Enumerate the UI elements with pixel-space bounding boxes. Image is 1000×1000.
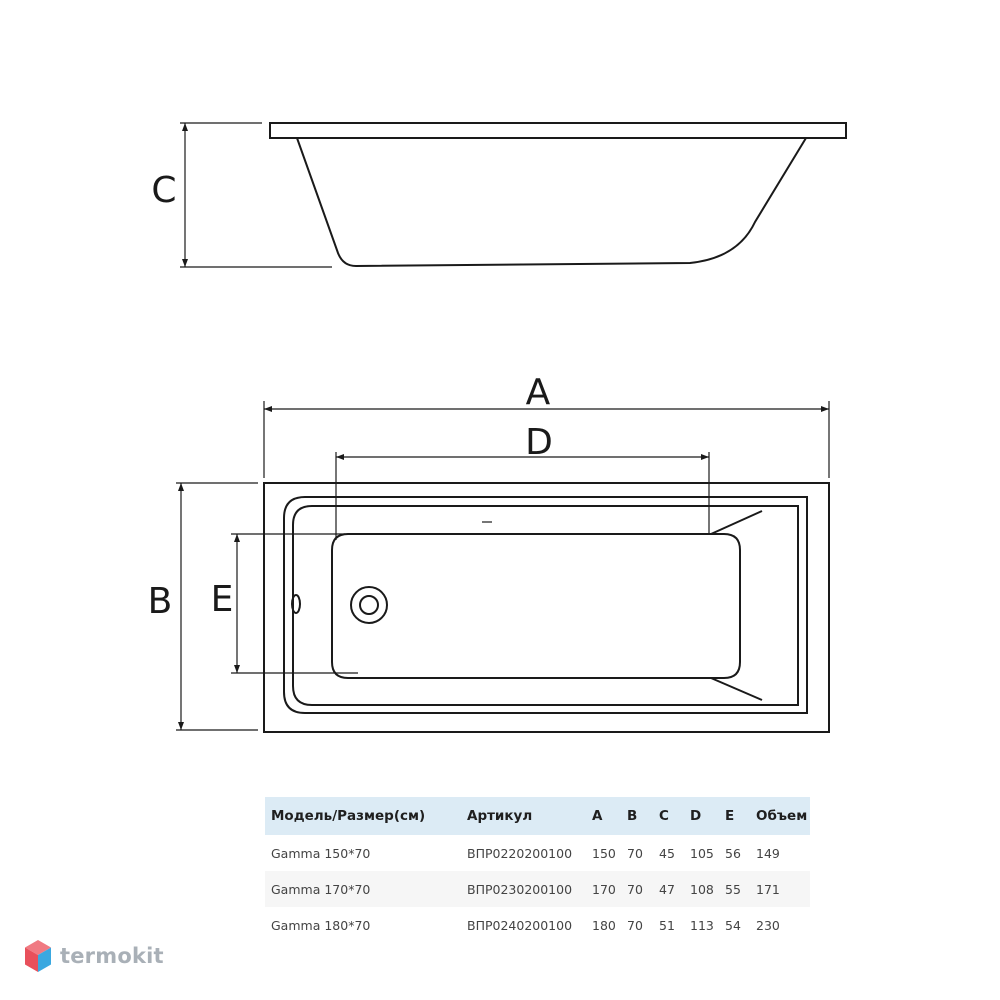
brand-name: termokit: [60, 944, 164, 968]
header-model: Модель/Размер(см): [265, 797, 461, 835]
cell-article: ВПР0220200100: [467, 845, 573, 861]
dimension-e-arrow-top: [234, 534, 240, 542]
top-view-backrest-line-top: [710, 510, 763, 535]
cell-d: 113: [690, 917, 714, 933]
cell-c: 51: [659, 917, 675, 933]
table-row: Gamma 180*70 ВПР0240200100 180 70 51 113…: [265, 907, 810, 943]
dimension-b-label: B: [148, 581, 173, 622]
cell-a: 180: [592, 917, 616, 933]
cell-d: 105: [690, 845, 714, 861]
top-view-backrest-line-bottom: [710, 677, 763, 701]
dimension-e-label: E: [211, 579, 234, 620]
cell-volume: 171: [750, 871, 810, 907]
dimension-c-arrow-top: [182, 123, 188, 131]
header-d: D: [684, 797, 719, 835]
spec-table-header-row: Модель/Размер(см) Артикул A B C D E Объе…: [265, 797, 810, 835]
hexagon-cube-logo-icon: [25, 940, 51, 972]
header-a: A: [586, 797, 621, 835]
side-view: [180, 122, 847, 268]
drain-inner-ring: [359, 595, 379, 615]
cell-d: 108: [684, 871, 719, 907]
cell-c: 47: [653, 871, 684, 907]
dimension-d-label: D: [525, 422, 553, 463]
cell-b: 70: [627, 845, 643, 861]
dimension-c-arrow-bottom: [182, 259, 188, 267]
cell-b: 70: [621, 871, 653, 907]
drain-outer-ring: [350, 586, 388, 624]
cell-a: 170: [586, 871, 621, 907]
top-view-basin-edge: [292, 505, 799, 706]
cell-article: ВПР0240200100: [467, 917, 573, 933]
dimension-b-arrow-bottom: [178, 722, 184, 730]
dimension-a-arrow-left: [264, 406, 272, 412]
dimension-c-label: C: [151, 170, 176, 211]
top-view: [176, 401, 830, 733]
dimension-e-arrow-bottom: [234, 665, 240, 673]
spec-table: Модель/Размер(см) Артикул A B C D E Объе…: [265, 797, 810, 943]
header-c: C: [653, 797, 684, 835]
dimension-a-label: A: [526, 372, 551, 413]
cell-e: 54: [725, 917, 741, 933]
header-volume: Объем: [750, 797, 810, 835]
side-view-rim: [269, 122, 847, 139]
cell-c: 45: [659, 845, 675, 861]
table-row: Gamma 170*70 ВПР0230200100 170 70 47 108…: [265, 871, 810, 907]
cell-volume: 230: [756, 917, 780, 933]
cell-article: ВПР0230200100: [461, 871, 586, 907]
cell-model: Gamma 150*70: [271, 845, 371, 861]
cell-model: Gamma 180*70: [271, 917, 371, 933]
top-view-inner-rim: [283, 496, 808, 714]
table-row: Gamma 150*70 ВПР0220200100 150 70 45 105…: [265, 835, 810, 871]
dimension-b-arrow-top: [178, 483, 184, 491]
side-view-tub-body: [296, 137, 807, 268]
dimension-d-arrow-left: [336, 454, 344, 460]
brand-watermark: termokit: [24, 936, 164, 976]
header-article: Артикул: [461, 797, 586, 835]
cell-e: 55: [719, 871, 750, 907]
top-view-outer-rim: [263, 482, 830, 733]
top-view-basin-bottom: [331, 533, 741, 679]
overflow-hole: [291, 594, 301, 614]
dimension-d-arrow-right: [701, 454, 709, 460]
cell-e: 56: [725, 845, 741, 861]
dimension-a-arrow-right: [821, 406, 829, 412]
header-b: B: [621, 797, 653, 835]
cell-model: Gamma 170*70: [265, 871, 461, 907]
cell-b: 70: [627, 917, 643, 933]
cell-volume: 149: [756, 845, 780, 861]
cell-a: 150: [592, 845, 616, 861]
header-e: E: [719, 797, 750, 835]
